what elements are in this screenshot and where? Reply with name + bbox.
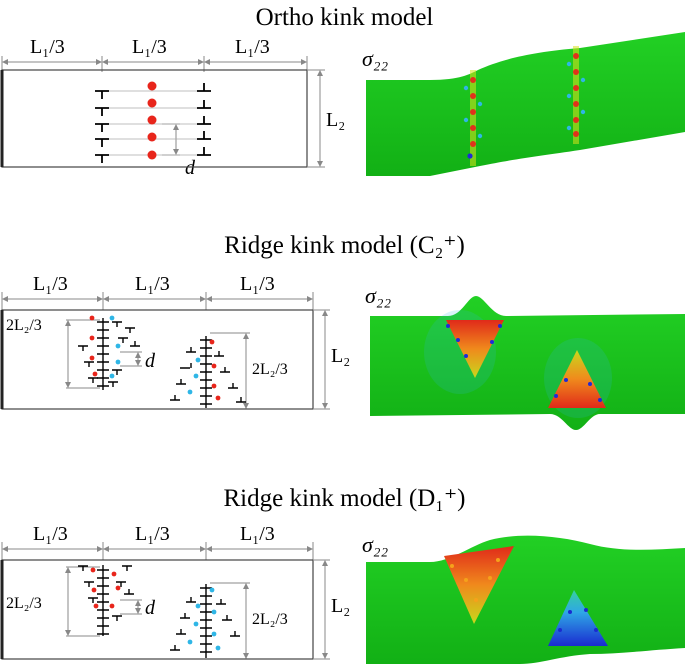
panel-2-kink-triangle-left (446, 320, 504, 378)
panel-1-schematic: L₁/3 L₁/3 L₁/3 L₂ d (0, 36, 345, 179)
panel-1-dislocations-right (197, 83, 211, 156)
panel-3-schematic: L₁/3 L₁/3 L₁/3 L₂ 2L₂/3 2L₂/3 d (0, 523, 350, 660)
panel-3-kink-triangle-blue (548, 590, 608, 646)
panel-3-height-label: L₂ (331, 595, 350, 617)
panel-2-dislocations-left (78, 318, 140, 390)
panel-3-stress-label: σ₂₂ (362, 532, 388, 557)
panel-3-dots-left (90, 567, 121, 609)
panel-3-dim-label-3: L₁/3 (240, 523, 275, 545)
panel-3-dim-label-2: L₁/3 (135, 523, 170, 545)
panel-1-dislocations-left (95, 90, 109, 163)
panel-2-domain-box (1, 309, 314, 410)
panel-2-dim-label-2: L₁/3 (135, 273, 170, 295)
panel-3-domain-box (1, 559, 314, 660)
panel-1-stress-label: σ₂₂ (362, 46, 388, 71)
panel-1-red-dots (147, 81, 157, 160)
panel-1-kink-band-right (566, 46, 586, 144)
panel-1-height-label: L₂ (326, 109, 345, 131)
panel-1-kink-band-left (463, 70, 483, 166)
panel-3-band-label-right: 2L₂/3 (252, 611, 288, 628)
panel-2-dislocations-right (170, 336, 246, 408)
panel-2-dots-right (187, 339, 221, 401)
panel-2-schematic: L₁/3 L₁/3 L₁/3 L₂ 2L₂/3 2L₂/3 d (0, 273, 350, 410)
panel-2-band-label-right: 2L₂/3 (252, 361, 288, 378)
panel-3-dots-right (187, 587, 221, 651)
panel-2-band-label-left: 2L₂/3 (6, 317, 42, 334)
panel-2-height-label: L₂ (331, 345, 350, 367)
panel-3-dislocations-right (170, 584, 240, 658)
panel-3-dim-label-1: L₁/3 (33, 523, 68, 545)
panel-1-spacing-label: d (185, 157, 196, 179)
panel-3-stress-map: σ₂₂ (362, 532, 685, 664)
panel-1-title: Ortho kink model (255, 4, 434, 31)
panel-2-stress-map: σ₂₂ (365, 283, 685, 430)
panel-3-dislocations-left (78, 565, 134, 636)
panel-1-stress-map: σ₂₂ (362, 32, 685, 176)
panel-3-spacing-label: d (145, 597, 156, 619)
panel-3-band-label-left: 2L₂/3 (6, 595, 42, 612)
panel-2-dim-label-1: L₁/3 (33, 273, 68, 295)
panel-1-dim-label-1: L₁/3 (30, 36, 65, 58)
panel-2-spacing-label: d (145, 350, 156, 372)
panel-2-dim-label-3: L₁/3 (240, 273, 275, 295)
panel-1-dim-label-2: L₁/3 (132, 36, 167, 58)
panel-2-stress-label: σ₂₂ (365, 283, 391, 308)
panel-2-kink-triangle-right (548, 350, 606, 408)
panel-3-kink-triangle-red (444, 546, 514, 624)
panel-2-title: Ridge kink model (C₂⁺) (224, 232, 465, 259)
panel-1-dim-label-3: L₁/3 (235, 36, 270, 58)
panel-3-title: Ridge kink model (D₁⁺) (223, 485, 466, 512)
panel-2-dots-left (89, 315, 121, 379)
